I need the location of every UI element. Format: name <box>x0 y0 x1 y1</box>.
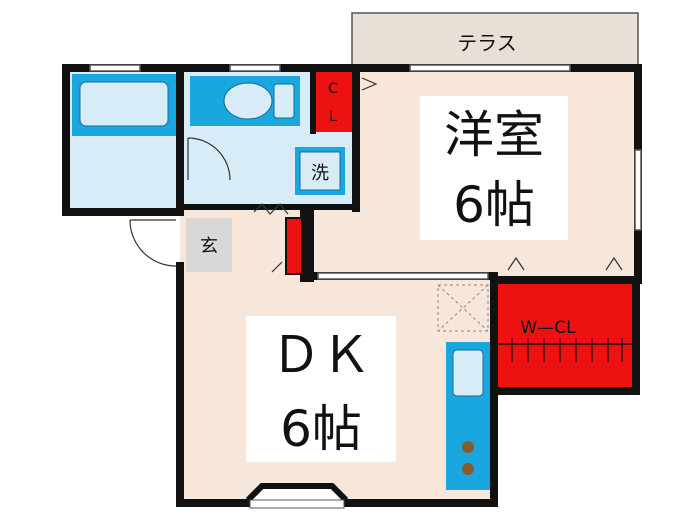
closet-c-label: C <box>328 81 338 97</box>
stove-burner-icon <box>446 434 490 490</box>
bathtub-icon <box>72 74 176 136</box>
dk-label: ＤＫ 6帖 <box>246 316 396 462</box>
entrance: 玄 <box>186 218 232 272</box>
fridge-space <box>437 284 489 332</box>
wcl-label: W—CL <box>520 318 576 338</box>
walk-in-closet: W—CL <box>498 256 632 387</box>
terrace-label: テラス <box>457 31 517 55</box>
door-swing-icon <box>129 77 378 273</box>
window-icon <box>89 64 642 280</box>
western-room-label: 洋室 6帖 <box>420 96 568 240</box>
entrance-label: 玄 <box>200 236 218 257</box>
terrace: テラス <box>351 12 639 69</box>
washer-icon: 洗 <box>295 147 345 195</box>
toilet-icon <box>190 76 300 126</box>
bay-window <box>245 483 349 509</box>
sink-icon <box>446 342 490 434</box>
dk-size: 6帖 <box>280 400 362 458</box>
closet-cl: C L <box>316 72 352 132</box>
western-room-name: 洋室 <box>444 106 544 164</box>
washer-label: 洗 <box>311 163 329 184</box>
dk-name: ＤＫ <box>271 326 371 384</box>
closet-l-label: L <box>329 109 337 125</box>
western-room-size: 6帖 <box>453 176 535 234</box>
shoe-storage <box>285 217 303 275</box>
